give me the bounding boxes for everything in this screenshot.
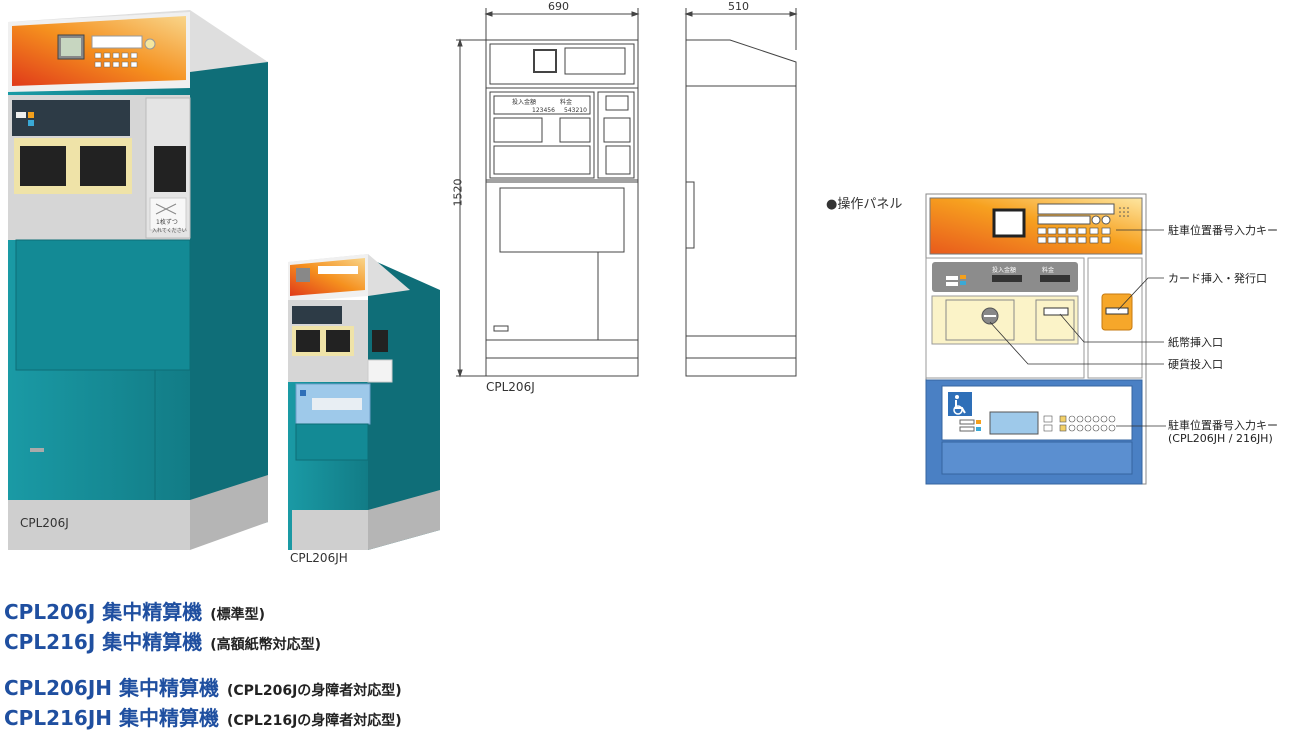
- callout-card-slot: カード挿入・発行口: [1168, 272, 1267, 285]
- front-height-dim: 1520: [451, 178, 465, 207]
- front-fee-value: 543210: [564, 107, 587, 114]
- front-in-amount-label: 投入金額: [512, 98, 536, 106]
- panel-heading: ●操作パネル: [826, 197, 903, 212]
- product-title-4-main: CPL216JH 集中精算機: [4, 706, 219, 730]
- product-title-3: CPL206JH 集中精算機 (CPL206Jの身障者対応型): [4, 672, 402, 701]
- callout-keypad-bottom: 駐車位置番号入力キー: [1168, 419, 1278, 432]
- operation-panel-diagram: 投入金額 料金: [925, 193, 1166, 485]
- panel-in-amount-label: 投入金額: [992, 266, 1016, 274]
- product-title-1-main: CPL206J 集中精算機: [4, 600, 203, 624]
- product-title-1: CPL206J 集中精算機 (標準型): [4, 596, 265, 625]
- machine-photos: 1枚ずつ 入れてください: [8, 10, 440, 550]
- large-machine-photo: 1枚ずつ 入れてください: [8, 10, 268, 550]
- large-photo-label: CPL206J: [20, 516, 69, 530]
- front-width-dim: 690: [548, 0, 569, 13]
- panel-fee-label: 料金: [1042, 266, 1054, 274]
- product-title-4-sub: (CPL216Jの身障者対応型): [226, 713, 402, 729]
- product-title-3-main: CPL206JH 集中精算機: [4, 676, 219, 700]
- product-title-1-sub: (標準型): [210, 607, 266, 623]
- photo-panel-line1: 1枚ずつ: [156, 218, 178, 226]
- product-title-3-sub: (CPL206Jの身障者対応型): [226, 683, 402, 699]
- callout-keypad-bottom-note: (CPL206JH / 216JH): [1168, 432, 1273, 445]
- small-photo-label: CPL206JH: [290, 551, 348, 565]
- small-machine-photo: [288, 254, 440, 550]
- product-title-2-sub: (高額紙幣対応型): [210, 637, 322, 653]
- product-title-2-main: CPL216J 集中精算機: [4, 630, 203, 654]
- product-title-4: CPL216JH 集中精算機 (CPL216Jの身障者対応型): [4, 702, 402, 731]
- side-width-dim: 510: [728, 0, 749, 13]
- callout-coin-slot: 硬貨投入口: [1168, 358, 1223, 371]
- photo-panel-line2: 入れてください: [152, 227, 187, 234]
- front-in-value: 123456: [532, 107, 555, 114]
- side-drawing: [684, 8, 798, 377]
- front-drawing-caption: CPL206J: [486, 380, 535, 394]
- product-title-2: CPL216J 集中精算機 (高額紙幣対応型): [4, 626, 321, 655]
- front-fee-label: 料金: [560, 98, 572, 106]
- front-drawing: 投入金額 料金 123456 543210: [456, 8, 640, 378]
- callout-keypad-top: 駐車位置番号入力キー: [1168, 224, 1278, 237]
- callout-bill-slot: 紙幣挿入口: [1168, 336, 1223, 349]
